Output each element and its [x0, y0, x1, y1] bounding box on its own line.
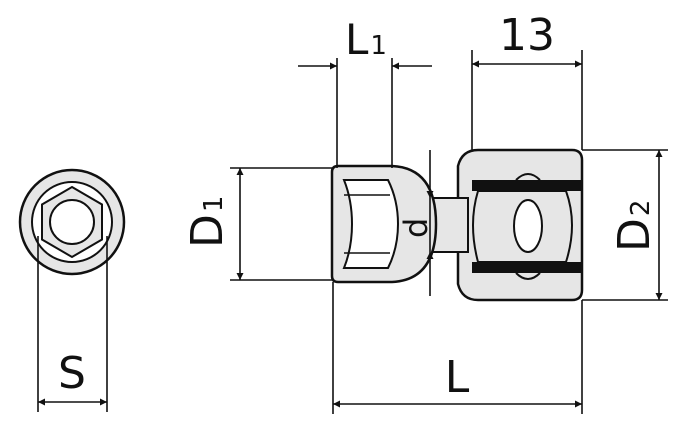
- s-label: S: [58, 348, 86, 399]
- socket-side-view: L1 13 D1 d D2 L: [182, 10, 668, 414]
- drive-size-label: 13: [499, 10, 555, 61]
- center-hole: [49, 199, 95, 245]
- l-label: L: [445, 352, 470, 403]
- body-band-bottom: [472, 262, 582, 273]
- body-band-top: [472, 180, 582, 191]
- hex-socket-profile: [342, 179, 400, 269]
- d1-label: D1: [182, 196, 233, 248]
- l1-label: L1: [345, 15, 387, 64]
- detent-arc-bottom: [515, 272, 541, 280]
- d2-label: D2: [609, 200, 660, 252]
- pin-hole: [513, 199, 543, 253]
- square-drive-outline: [472, 190, 573, 263]
- d-label: d: [397, 218, 435, 238]
- detent-arc-top: [515, 173, 541, 181]
- socket-end-view: S: [18, 168, 126, 412]
